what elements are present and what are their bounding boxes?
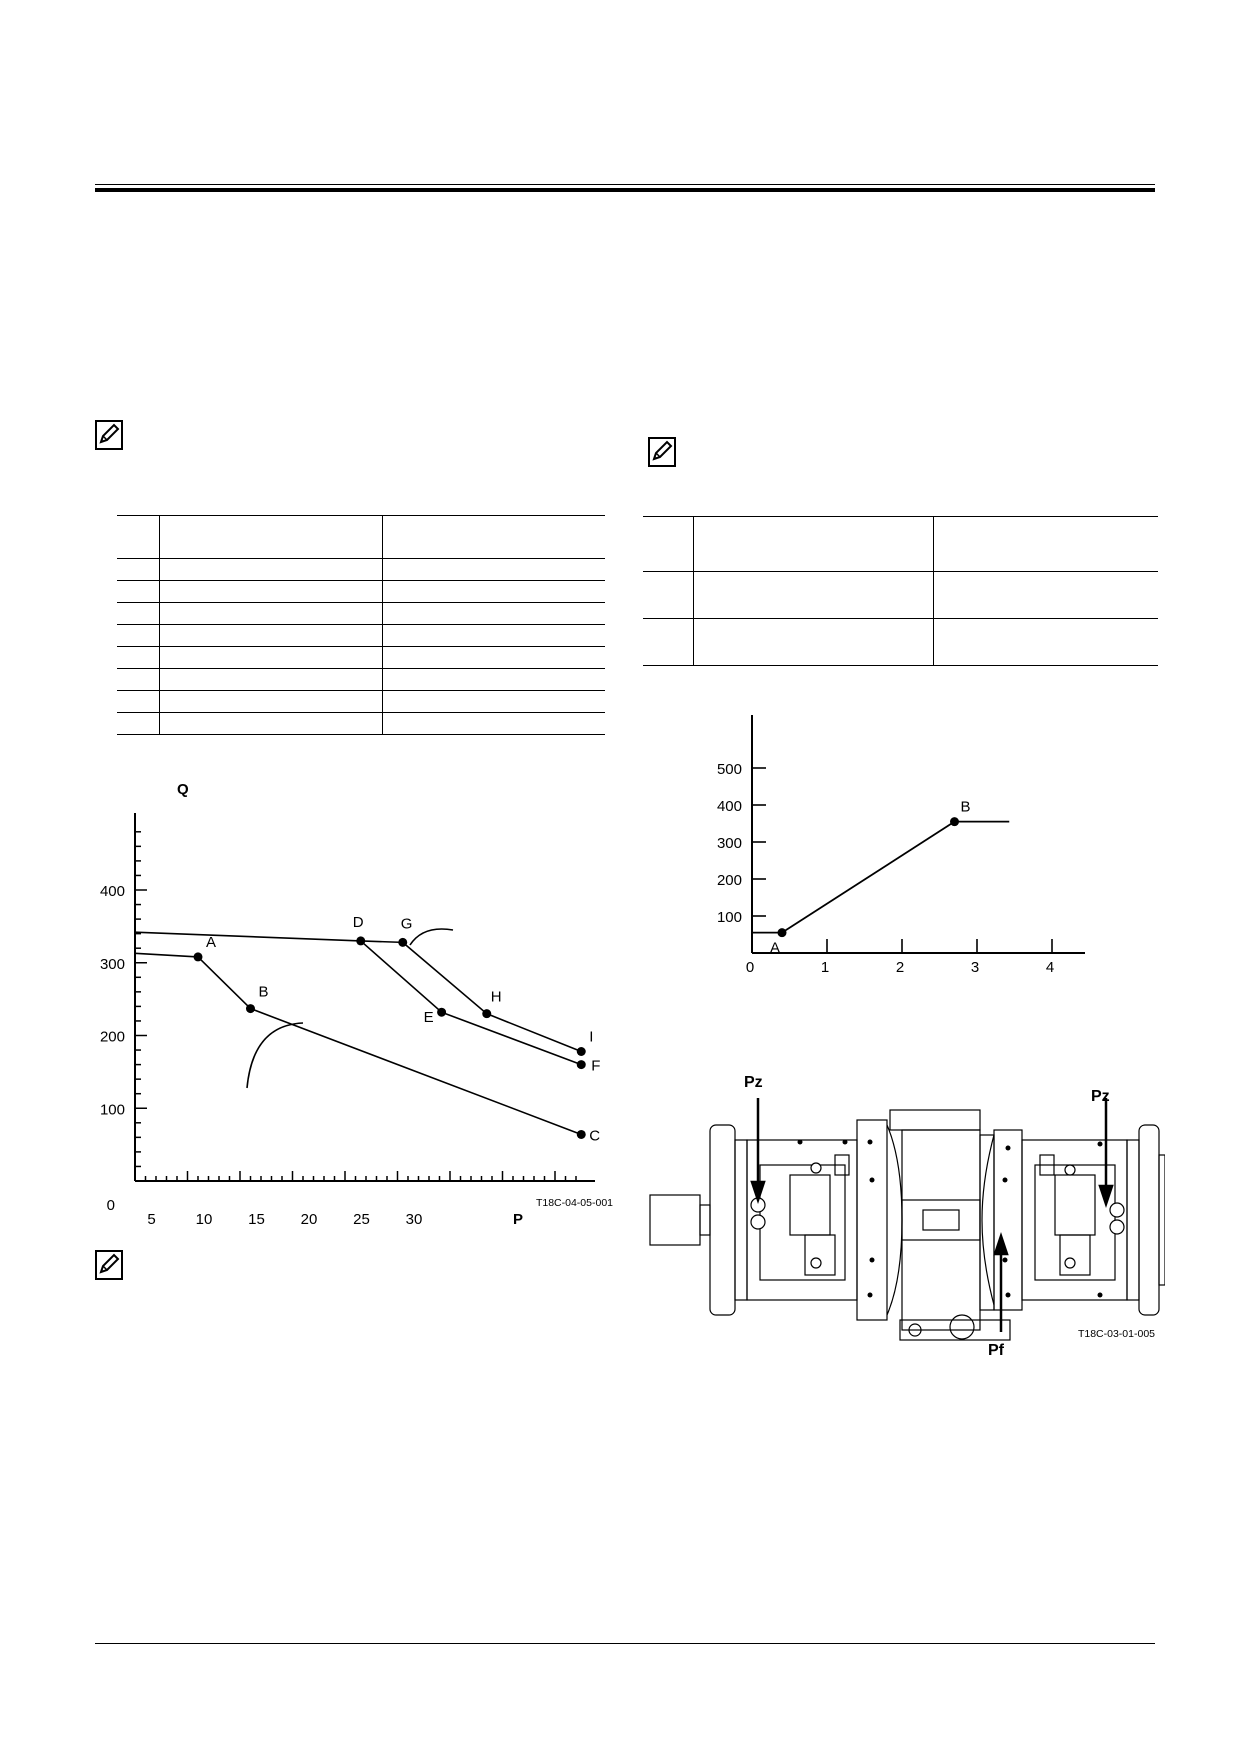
pq-xlabel: P bbox=[513, 1211, 523, 1228]
chart2-y-tick-label: 400 bbox=[717, 798, 742, 815]
note-pencil-icon bbox=[95, 420, 123, 450]
pq-x-tick-label: 5 bbox=[147, 1211, 155, 1228]
pq-point bbox=[437, 1007, 447, 1017]
pq-point-label: H bbox=[491, 989, 502, 1006]
pq-point bbox=[356, 936, 366, 946]
chart2-point-label: A bbox=[770, 940, 780, 957]
chart2-series-lines: AB bbox=[752, 799, 1010, 957]
pq-point-label: D bbox=[353, 914, 364, 931]
chart2-y-tick-label: 300 bbox=[717, 835, 742, 852]
pq-point-label: G bbox=[401, 915, 413, 932]
pq-x-tick-label: 20 bbox=[301, 1211, 318, 1228]
pq-point bbox=[482, 1009, 492, 1019]
chart2-point bbox=[777, 928, 787, 938]
chart2-point bbox=[950, 817, 959, 827]
pq-point bbox=[576, 1129, 586, 1139]
pump-label-pz-left: Pz bbox=[744, 1074, 763, 1091]
pq-point-label: B bbox=[259, 984, 269, 1001]
chart2-series-line bbox=[781, 820, 955, 934]
pq-x-tick-label: 10 bbox=[196, 1211, 213, 1228]
header-rule-thin bbox=[95, 184, 1155, 185]
pq-y-tick-label: 400 bbox=[100, 883, 125, 900]
table-row bbox=[117, 558, 605, 581]
table-row bbox=[117, 624, 605, 647]
pq-y-tick-label: 100 bbox=[100, 1101, 125, 1118]
pq-x-tick-label: 30 bbox=[406, 1211, 423, 1228]
table-row bbox=[117, 646, 605, 669]
pump-diagram: Pz Pz Pf T18C-03-01-005 bbox=[649, 1074, 1165, 1359]
pq-y-tick-label: 0 bbox=[107, 1197, 115, 1214]
note-pencil-icon bbox=[95, 1250, 123, 1280]
pq-y-tick-label: 300 bbox=[100, 956, 125, 973]
pq-point-label: E bbox=[424, 1009, 434, 1026]
pq-series-line bbox=[360, 940, 582, 1066]
table-row bbox=[117, 668, 605, 691]
pump-figure-id: T18C-03-01-005 bbox=[1078, 1328, 1155, 1340]
chart2-x-tick-label: 4 bbox=[1046, 959, 1054, 976]
pq-point-label: I bbox=[589, 1029, 593, 1046]
chart2-x-tick-label: 3 bbox=[971, 959, 979, 976]
header-rule-thick bbox=[95, 188, 1155, 192]
pq-y-tick-label: 200 bbox=[100, 1029, 125, 1046]
pq-curve-chart: 0 100 200 300 400 5 10 15 20 25 30 A B C D E F G H I Q P T… bbox=[100, 781, 613, 1228]
chart2-axes: 100 200 300 400 500 0 1 2 3 4 bbox=[717, 715, 1085, 976]
pq-point bbox=[576, 1060, 586, 1070]
chart2-y-tick-label: 100 bbox=[717, 909, 742, 926]
table-row bbox=[117, 602, 605, 625]
pq-point-label: A bbox=[206, 934, 216, 951]
table-row bbox=[117, 515, 605, 559]
table-row bbox=[643, 571, 1158, 619]
chart2-x-tick-label: 0 bbox=[746, 959, 754, 976]
pq-x-tick-label: 25 bbox=[353, 1211, 370, 1228]
table-row bbox=[117, 712, 605, 735]
table-row bbox=[643, 516, 1158, 572]
table-row bbox=[117, 690, 605, 713]
spec-table-right bbox=[643, 516, 1158, 666]
footer-rule bbox=[95, 1643, 1155, 1644]
pq-point bbox=[193, 952, 203, 962]
table-row bbox=[643, 618, 1158, 666]
pq-point bbox=[576, 1047, 586, 1057]
pq-series-line bbox=[197, 956, 582, 1136]
chart2-y-tick-label: 500 bbox=[717, 761, 742, 778]
pq-point bbox=[398, 937, 408, 947]
pump-label-pf: Pf bbox=[988, 1342, 1005, 1359]
table-row bbox=[117, 580, 605, 603]
pq-line-segment bbox=[134, 952, 199, 958]
pq-point-label: C bbox=[589, 1127, 600, 1144]
chart2-point-label: B bbox=[961, 799, 971, 816]
pq-point-label: F bbox=[591, 1058, 600, 1075]
pq-range-arc-upper bbox=[409, 928, 454, 946]
pq-ylabel: Q bbox=[177, 781, 189, 798]
pq-range-arc-lower bbox=[246, 1022, 304, 1089]
pq-series-lines: A B C D E F G H I bbox=[134, 914, 600, 1144]
note-pencil-icon bbox=[648, 437, 676, 467]
pq-x-tick-label: 15 bbox=[248, 1211, 265, 1228]
chart2-x-tick-label: 1 bbox=[821, 959, 829, 976]
pq-axes: 0 100 200 300 400 5 10 15 20 25 30 bbox=[100, 813, 595, 1228]
spec-table-left bbox=[117, 515, 605, 735]
pq-point bbox=[246, 1004, 255, 1014]
chart2-x-tick-label: 2 bbox=[896, 959, 904, 976]
pq-figure-id: T18C-04-05-001 bbox=[536, 1197, 613, 1209]
chart2-y-tick-label: 200 bbox=[717, 872, 742, 889]
pump-label-pz-right: Pz bbox=[1091, 1088, 1110, 1105]
